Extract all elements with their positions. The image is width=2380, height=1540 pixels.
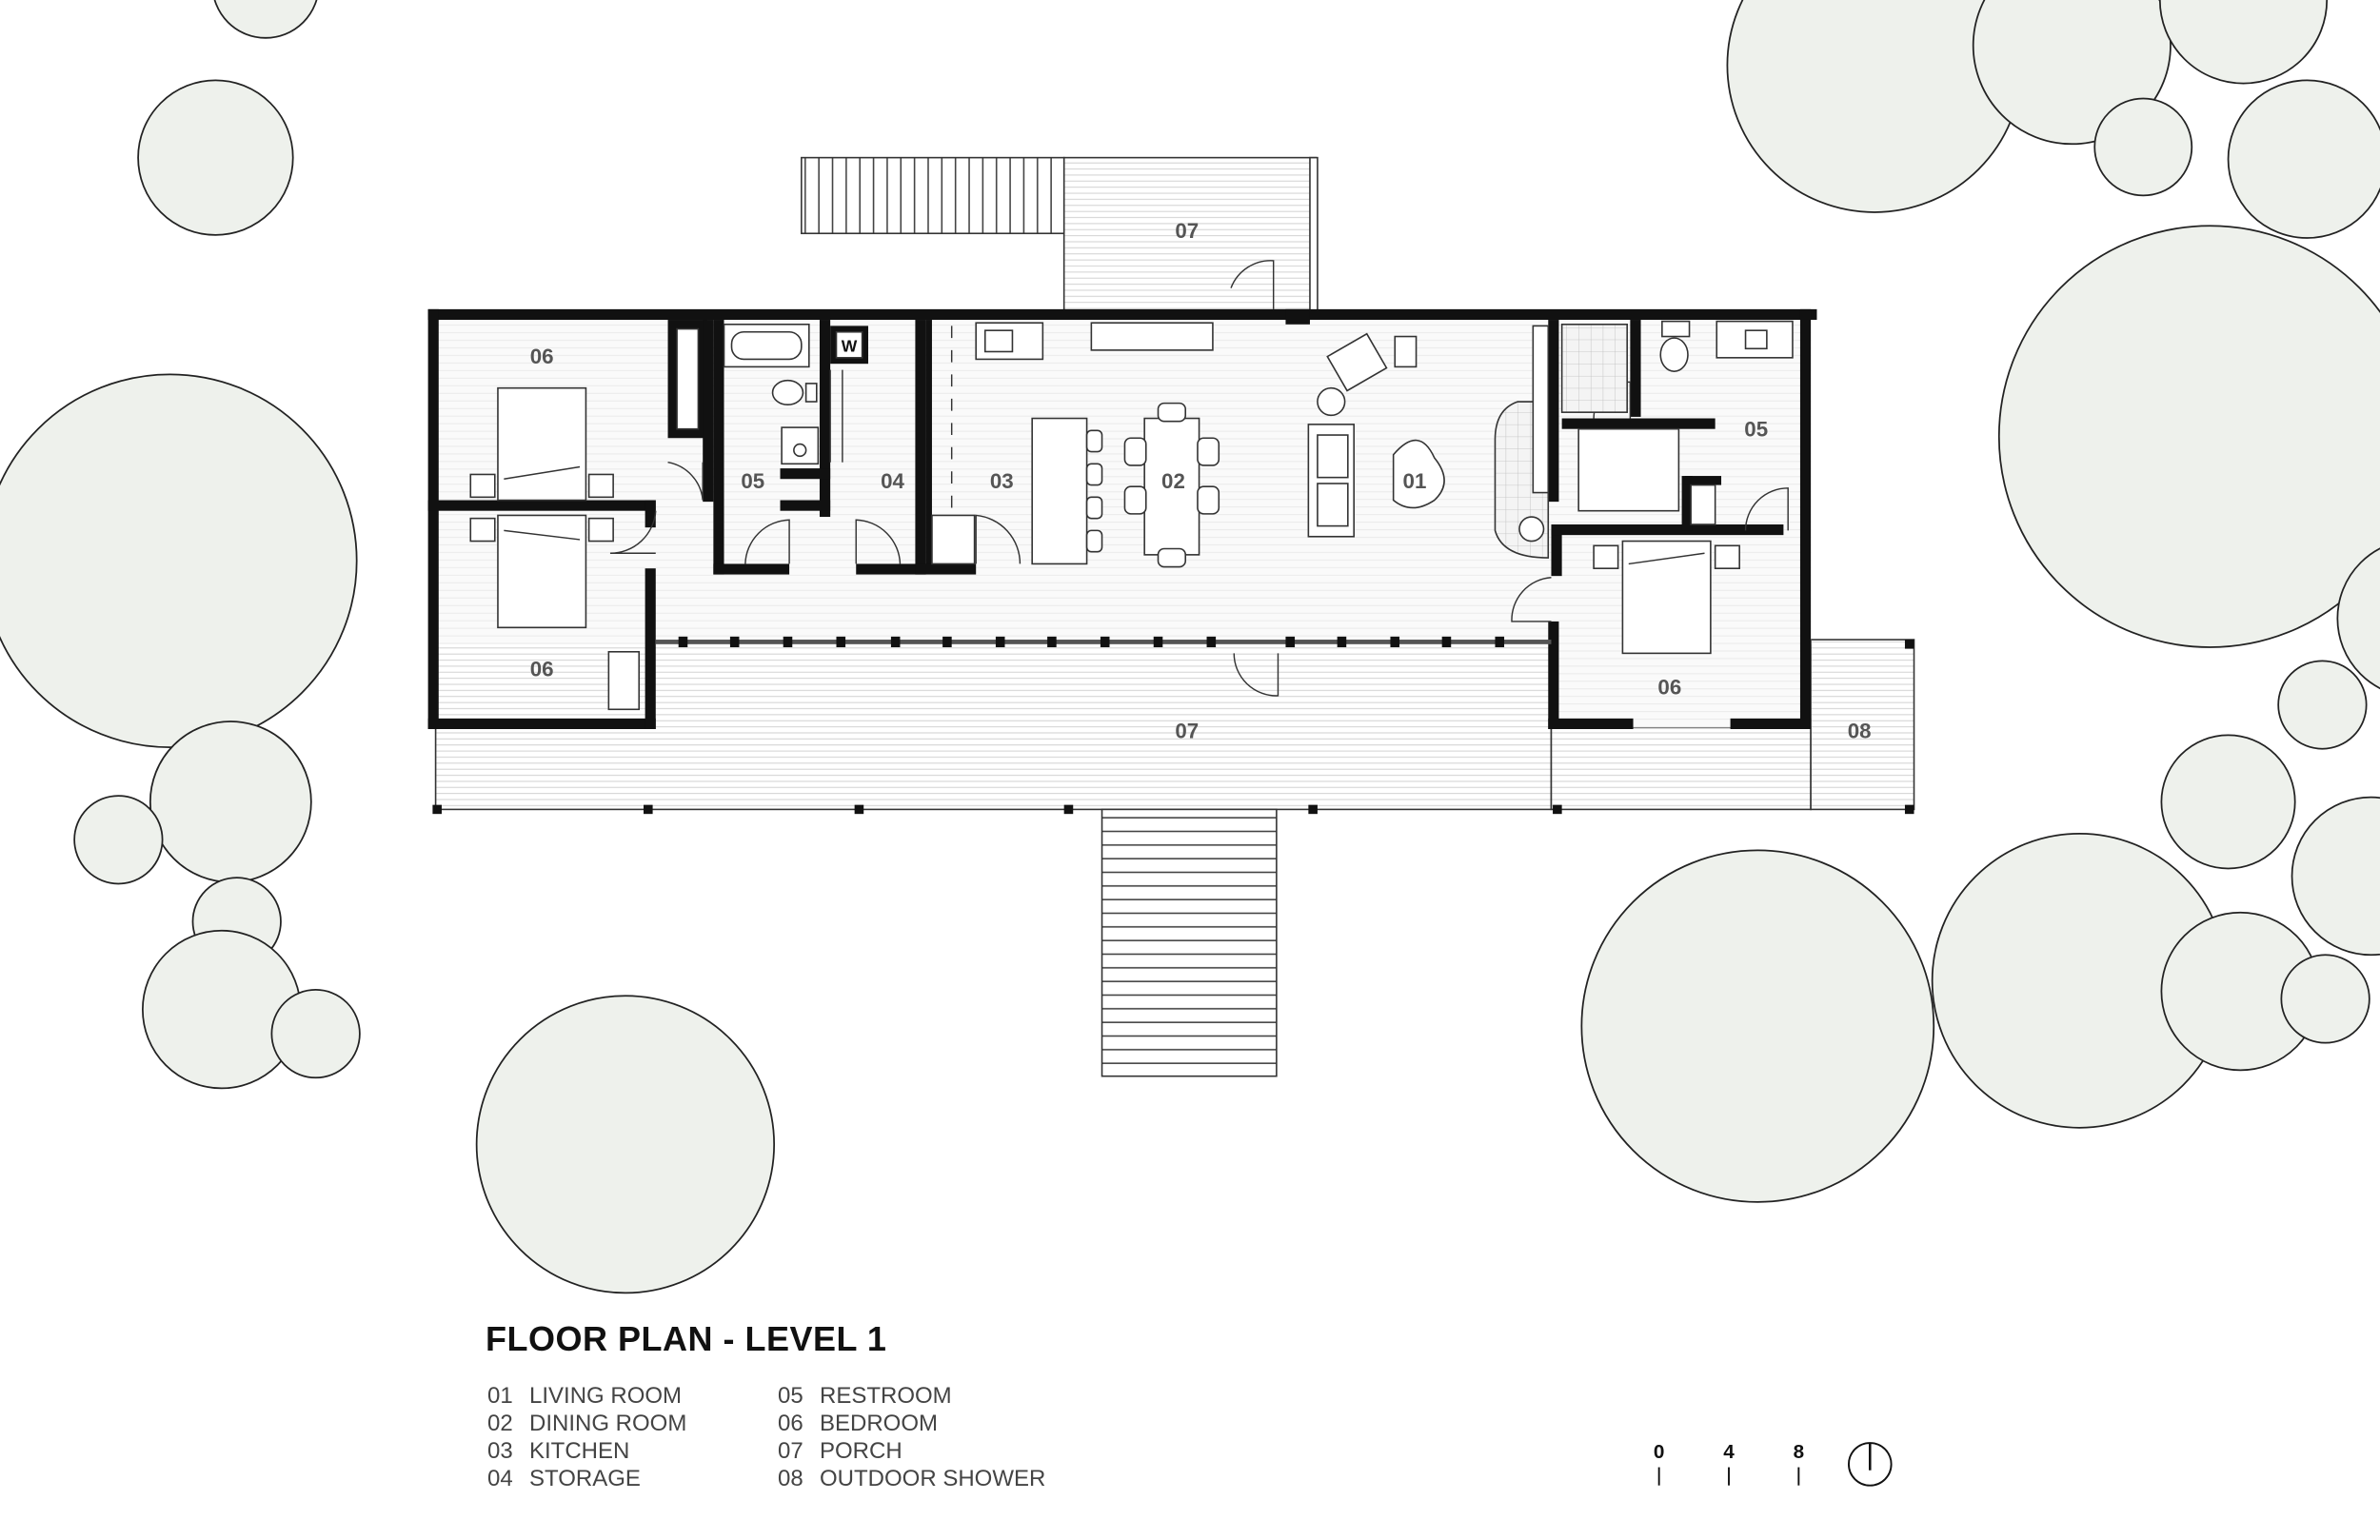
tree-icon bbox=[213, 0, 318, 39]
legend-label: STORAGE bbox=[529, 1466, 641, 1491]
legend-label: KITCHEN bbox=[529, 1438, 630, 1464]
legend-column-right: 05 RESTROOM 06 BEDROOM 07 PORCH 08 OUTDOOR S… bbox=[778, 1382, 1045, 1492]
restroom-west-fixtures bbox=[723, 324, 820, 465]
legend-code: 04 bbox=[487, 1466, 513, 1491]
legend-label: BEDROOM bbox=[820, 1411, 939, 1436]
legend-item: 01 LIVING ROOM bbox=[487, 1382, 686, 1410]
legend-item: 02 DINING ROOM bbox=[487, 1410, 686, 1437]
legend-item: 04 STORAGE bbox=[487, 1465, 686, 1492]
tree-icon bbox=[1997, 225, 2380, 648]
room-label-storage: 04 bbox=[881, 469, 904, 493]
legend-item: 06 BEDROOM bbox=[778, 1410, 1045, 1437]
room-label-bedroom-sw: 06 bbox=[530, 657, 554, 681]
scale-tick-8: 8 bbox=[1794, 1441, 1805, 1463]
page-title: FLOOR PLAN - LEVEL 1 bbox=[486, 1319, 887, 1358]
scale-bar: 0 4 8 bbox=[1654, 1441, 1804, 1486]
tree-icon bbox=[1580, 849, 1935, 1203]
tree-icon bbox=[2160, 734, 2296, 870]
north-arrow-icon bbox=[1848, 1442, 1893, 1487]
legend-code: 01 bbox=[487, 1383, 513, 1409]
walls bbox=[427, 308, 1817, 730]
legend-label: LIVING ROOM bbox=[529, 1383, 683, 1409]
tree-icon bbox=[270, 989, 361, 1079]
tree-icon bbox=[2336, 547, 2380, 690]
tree-icon bbox=[475, 995, 776, 1294]
room-label-dining: 02 bbox=[1161, 469, 1185, 493]
legend-item: 05 RESTROOM bbox=[778, 1382, 1045, 1410]
tree-icon bbox=[2291, 796, 2380, 957]
legend-code: 06 bbox=[778, 1411, 803, 1436]
stairs-south bbox=[1101, 808, 1278, 1077]
room-labels: 06 06 05 04 03 02 01 05 06 07 07 08 bbox=[530, 219, 1872, 743]
room-label-restroom-east: 05 bbox=[1744, 418, 1768, 442]
tree-icon bbox=[149, 721, 312, 883]
tree-icon bbox=[2227, 79, 2380, 239]
bed-se bbox=[1593, 540, 1740, 655]
bed-sw bbox=[469, 514, 641, 711]
legend-label: PORCH bbox=[820, 1438, 902, 1464]
railing bbox=[1309, 156, 1319, 317]
room-label-living: 01 bbox=[1403, 469, 1427, 493]
tree-icon bbox=[2158, 0, 2329, 85]
washer-label: W bbox=[842, 336, 858, 355]
room-label-kitchen: 03 bbox=[990, 469, 1014, 493]
legend-code: 02 bbox=[487, 1411, 513, 1436]
legend-code: 07 bbox=[778, 1438, 803, 1464]
tree-icon bbox=[2280, 954, 2370, 1044]
legend-label: OUTDOOR SHOWER bbox=[820, 1466, 1046, 1491]
legend-item: 03 KITCHEN bbox=[487, 1437, 686, 1465]
tree-icon bbox=[2093, 97, 2193, 197]
legend-column-left: 01 LIVING ROOM 02 DINING ROOM 03 KITCHEN 04… bbox=[487, 1382, 686, 1492]
room-label-bedroom-se: 06 bbox=[1657, 675, 1681, 699]
tree-icon bbox=[137, 79, 294, 236]
dining-table bbox=[1123, 402, 1220, 568]
tree-icon bbox=[0, 373, 358, 748]
scale-tick-4: 4 bbox=[1723, 1441, 1735, 1463]
tree-group bbox=[0, 0, 2380, 1294]
room-label-bedroom-nw: 06 bbox=[530, 345, 554, 368]
porch-south-east bbox=[1550, 726, 1812, 811]
porch-posts bbox=[432, 640, 1914, 815]
stairs-north bbox=[801, 156, 1065, 235]
bed-nw bbox=[469, 386, 614, 502]
scale-tick-0: 0 bbox=[1654, 1441, 1665, 1463]
tree-icon bbox=[73, 795, 164, 885]
kitchen-counters bbox=[931, 322, 1214, 565]
room-label-porch-north: 07 bbox=[1175, 219, 1199, 243]
tree-icon bbox=[141, 929, 302, 1090]
restroom-east-fixtures bbox=[1560, 320, 1794, 525]
legend-label: DINING ROOM bbox=[529, 1411, 687, 1436]
living-furniture bbox=[1307, 325, 1550, 559]
legend-item: 07 PORCH bbox=[778, 1437, 1045, 1465]
legend-label: RESTROOM bbox=[820, 1383, 952, 1409]
tree-icon bbox=[2277, 660, 2368, 750]
legend-item: 08 OUTDOOR SHOWER bbox=[778, 1465, 1045, 1492]
room-label-outdoor-shower: 08 bbox=[1848, 720, 1872, 743]
outdoor-shower-deck bbox=[1810, 639, 1915, 811]
legend-code: 08 bbox=[778, 1466, 803, 1491]
window-mullions bbox=[655, 636, 1552, 648]
legend-code: 05 bbox=[778, 1383, 803, 1409]
room-label-porch-south: 07 bbox=[1175, 720, 1199, 743]
washer: W bbox=[829, 326, 868, 463]
legend-code: 03 bbox=[487, 1438, 513, 1464]
room-label-restroom-west: 05 bbox=[741, 469, 764, 493]
